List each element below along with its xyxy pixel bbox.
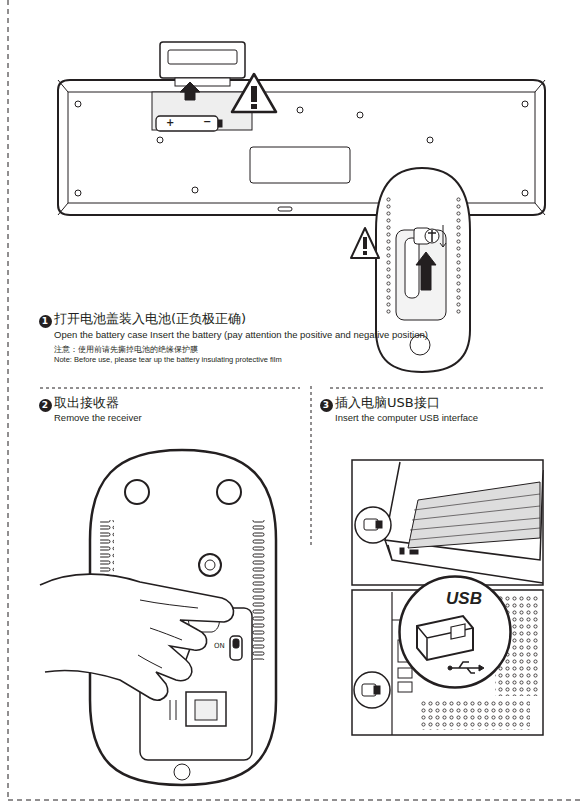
step-number-text: 2	[39, 399, 52, 412]
instruction-text: 取出接收器	[54, 396, 119, 411]
step-number-text: 1	[39, 315, 52, 328]
polarity-mark: +	[166, 117, 174, 129]
usb-callout: USB	[398, 575, 512, 689]
usb-text: USB	[398, 589, 512, 609]
laptop-panel	[352, 460, 543, 585]
step-number: 2	[39, 399, 52, 412]
instruction-text: Note: Before use, please tear up the bat…	[54, 356, 282, 365]
mouse-bottom-large	[40, 450, 276, 785]
polarity-mark: −	[203, 116, 211, 128]
switch-label: ON	[214, 642, 225, 650]
step-number: 3	[320, 399, 333, 412]
instruction-text: 注意：使用前请先撕掉电池的绝缘保护膜	[54, 345, 198, 354]
instruction-text: Insert the computer USB interface	[335, 413, 478, 424]
instruction-text: Remove the receiver	[54, 413, 142, 424]
mouse-bottom-small	[351, 168, 470, 372]
instruction-text: 插入电脑USB接口	[335, 396, 440, 411]
step-number: 1	[39, 315, 52, 328]
step-number-text: 3	[320, 399, 333, 412]
cut-line	[8, 0, 583, 800]
keyboard-bottom	[58, 42, 545, 215]
instruction-text: 打开电池盖装入电池(正负极正确)	[54, 312, 246, 327]
instruction-text: Open the battery case Insert the battery…	[54, 330, 428, 341]
